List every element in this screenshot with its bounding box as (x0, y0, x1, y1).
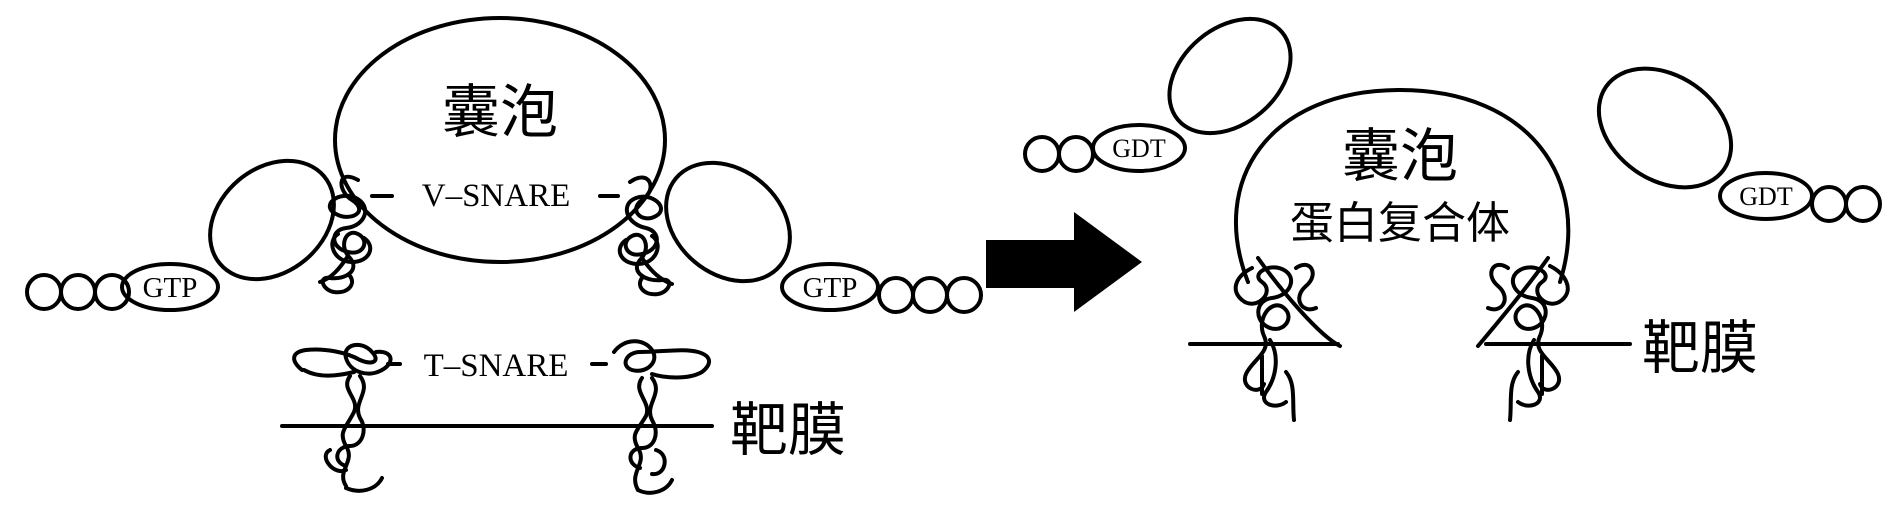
left-gtp-protein: GTP (25, 158, 336, 312)
snare-complex-left (1233, 262, 1318, 422)
vesicle-label: 囊泡 (1342, 122, 1458, 190)
right-gtp-protein: GTP (664, 160, 983, 314)
membrane-label: 靶膜 (730, 396, 846, 464)
protein-lobe (1596, 66, 1734, 190)
bead (911, 276, 949, 314)
bead (25, 273, 63, 311)
t-snare-right (612, 339, 711, 495)
vesicle (333, 16, 667, 264)
gdt-oval (1091, 123, 1187, 173)
bead (1057, 135, 1095, 173)
vesicle-label: 囊泡 (442, 78, 558, 146)
bead (1844, 185, 1882, 223)
right-gdt-protein: GDT (1596, 66, 1882, 223)
bead (93, 273, 131, 311)
protein-lobe (664, 160, 792, 284)
v-snare-right (617, 175, 674, 297)
gtp-label: GTP (803, 272, 858, 304)
gtp-oval (120, 262, 220, 312)
v-snare-label: V–SNARE (422, 178, 571, 214)
complex-label: 蛋白复合体 (1290, 198, 1510, 249)
protein-lobe (1167, 16, 1293, 136)
bead (1023, 135, 1061, 173)
gtp-label: GTP (143, 272, 198, 304)
gdt-label: GDT (1739, 182, 1793, 211)
t-snare-label: T–SNARE (424, 348, 569, 384)
protein-lobe (208, 158, 336, 282)
before-fusion-panel: GTP GTP 囊泡 V–SNARE (25, 16, 983, 495)
gtp-oval (780, 262, 880, 312)
t-snare-left (292, 342, 393, 493)
fused-vesicle (1233, 88, 1571, 284)
bead (877, 276, 915, 314)
bead (1810, 185, 1848, 223)
snare-complex-right (1486, 262, 1570, 422)
membrane-label: 靶膜 (1642, 314, 1758, 382)
gdt-label: GDT (1112, 134, 1166, 163)
v-snare-left (318, 174, 373, 295)
after-fusion-panel: GDT GDT 囊泡 蛋白复合体 (1023, 16, 1882, 422)
bead (59, 273, 97, 311)
bead (945, 276, 983, 314)
left-gdt-protein: GDT (1023, 16, 1293, 173)
process-arrow (986, 212, 1142, 312)
